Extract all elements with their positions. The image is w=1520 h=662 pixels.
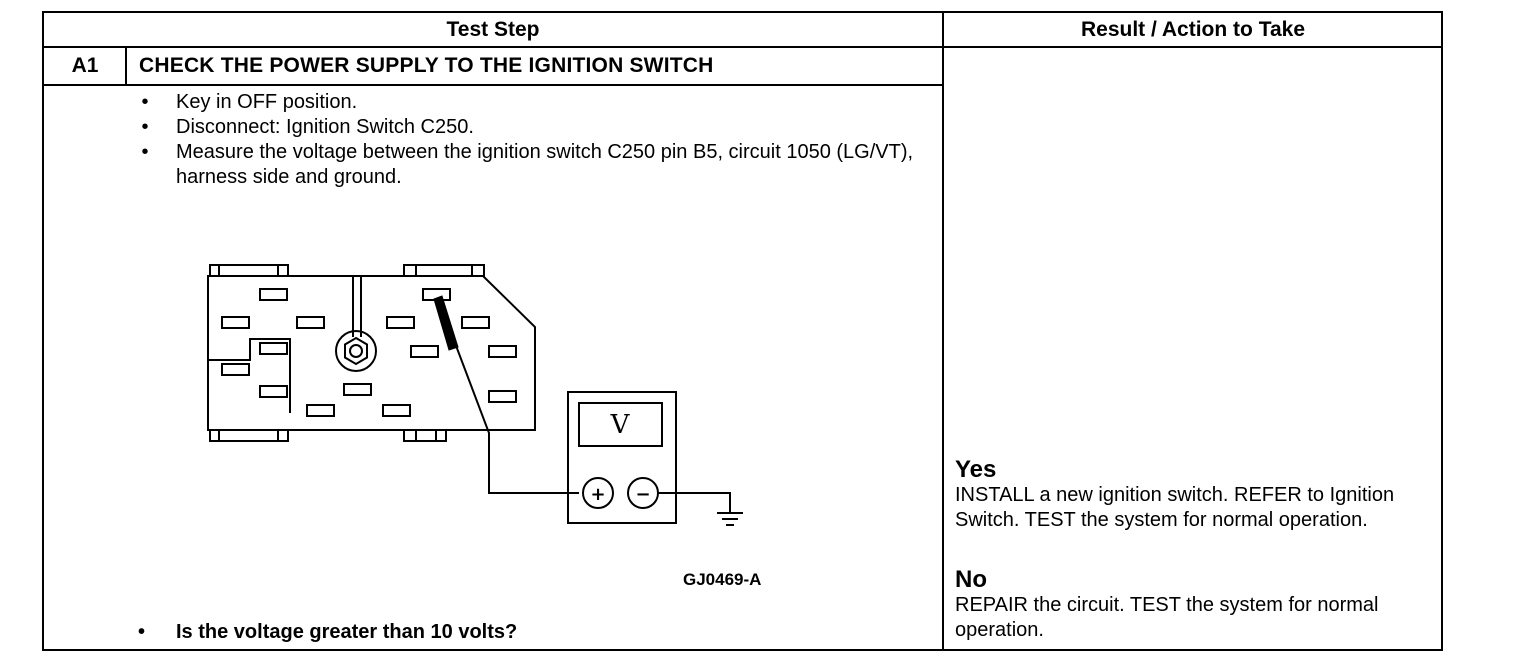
ground-icon	[717, 512, 743, 526]
instruction-item: • Measure the voltage between the igniti…	[138, 140, 928, 190]
voltmeter-body	[567, 391, 677, 524]
terminal-cavity	[306, 404, 335, 417]
header-test-step: Test Step	[446, 18, 540, 41]
positive-terminal	[582, 477, 614, 509]
result-yes-label: Yes	[955, 456, 997, 483]
terminal-cavity	[259, 385, 288, 398]
connector-tab	[403, 429, 447, 442]
connector-tab	[209, 264, 289, 277]
terminal-cavity	[221, 316, 250, 329]
result-no: No REPAIR the circuit. TEST the system f…	[955, 567, 1435, 643]
voltmeter-display	[578, 402, 663, 447]
terminal-cavity	[221, 363, 250, 376]
connector-tab	[209, 429, 289, 442]
positive-test-lead	[437, 297, 579, 494]
instruction-text: Measure the voltage between the ignition…	[176, 141, 914, 188]
instruction-item: • Key in OFF position.	[138, 90, 928, 115]
terminal-cavity	[410, 345, 439, 358]
terminal-cavity	[382, 404, 411, 417]
step-id: A1	[71, 54, 99, 77]
step-id-divider	[125, 46, 127, 85]
test-table-frame	[42, 11, 1443, 651]
minus-symbol: −	[635, 484, 650, 505]
connector-body	[207, 275, 536, 431]
probe-tip	[433, 295, 459, 351]
terminal-cavity	[259, 288, 288, 301]
center-bolt	[335, 330, 377, 372]
column-divider	[942, 11, 944, 651]
terminal-cavity	[296, 316, 325, 329]
test-question: • Is the voltage greater than 10 volts?	[138, 620, 517, 645]
instruction-text: Key in OFF position.	[176, 91, 358, 113]
result-no-label: No	[955, 566, 987, 593]
step-title: CHECK THE POWER SUPPLY TO THE IGNITION S…	[139, 54, 714, 77]
connector-voltmeter-diagram: V + −	[207, 264, 743, 526]
negative-test-lead	[658, 492, 731, 513]
bullet-icon: •	[141, 91, 149, 113]
bullet-icon: •	[141, 116, 149, 138]
connector-tab	[403, 264, 485, 277]
terminal-cavity	[259, 342, 288, 355]
step-title-divider	[42, 84, 944, 86]
figure-id: GJ0469-A	[683, 570, 762, 589]
header-divider	[42, 46, 1443, 48]
result-yes: Yes INSTALL a new ignition switch. REFER…	[955, 457, 1435, 533]
result-no-action: REPAIR the circuit. TEST the system for …	[955, 594, 1379, 641]
header-result-action: Result / Action to Take	[1080, 18, 1306, 41]
bullet-icon: •	[141, 141, 149, 163]
instruction-item: • Disconnect: Ignition Switch C250.	[138, 115, 928, 140]
plus-symbol: +	[590, 484, 605, 505]
voltmeter-symbol: V	[610, 410, 631, 440]
result-yes-action: INSTALL a new ignition switch. REFER to …	[955, 484, 1395, 531]
terminal-cavity	[461, 316, 490, 329]
terminal-cavity	[488, 390, 517, 403]
terminal-cavity	[386, 316, 415, 329]
instruction-text: Disconnect: Ignition Switch C250.	[176, 116, 474, 138]
terminal-cavity	[488, 345, 517, 358]
instruction-list: • Key in OFF position. • Disconnect: Ign…	[138, 90, 928, 190]
terminal-cavity	[343, 383, 372, 396]
question-text: Is the voltage greater than 10 volts?	[176, 621, 518, 643]
bullet-icon: •	[138, 621, 146, 643]
